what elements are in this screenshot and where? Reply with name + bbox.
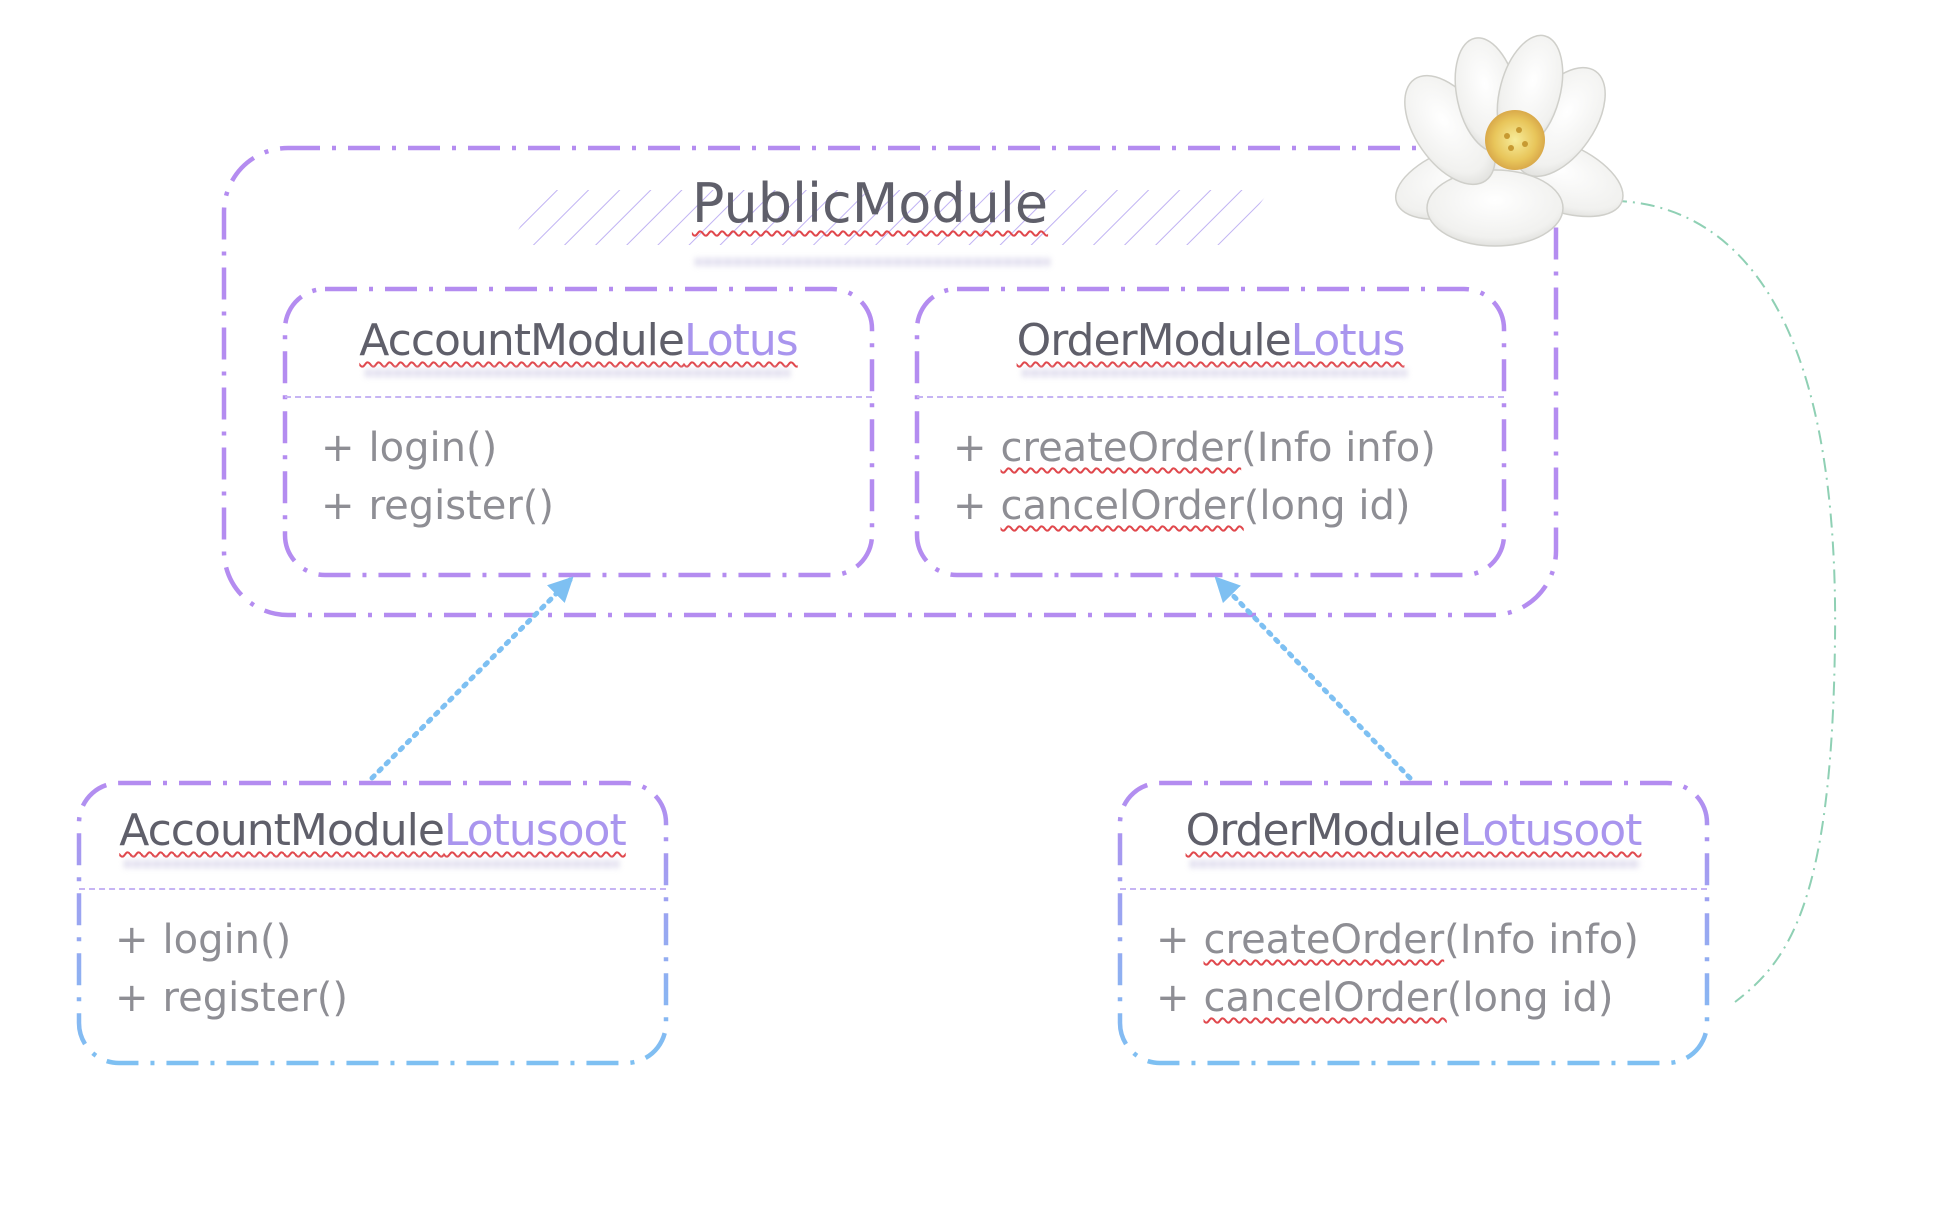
method-list: + createOrder(Info info) + cancelOrder(lon… <box>1156 911 1639 1027</box>
method-name: register() <box>162 975 348 1021</box>
public-module-title: PublicModule <box>600 172 1140 235</box>
visibility-marker: + <box>1156 975 1190 1021</box>
class-title: OrderModuleLotusoot <box>1120 805 1707 856</box>
visibility-marker: + <box>115 917 149 963</box>
class-suffix: Lotus <box>683 315 799 366</box>
class-title-shadow <box>1022 369 1407 377</box>
method-item: + createOrder(Info info) <box>953 419 1436 477</box>
class-name: OrderModule <box>1185 805 1461 856</box>
class-divider <box>79 888 666 890</box>
method-params: (long id) <box>1243 483 1411 529</box>
method-list: + login() + register() <box>321 419 554 535</box>
class-title: OrderModuleLotus <box>917 315 1504 366</box>
connector-curve <box>1584 199 1837 1003</box>
method-item: + createOrder(Info info) <box>1156 911 1639 969</box>
class-name: AccountModule <box>119 805 445 856</box>
account-lotus-border <box>282 286 875 578</box>
visibility-marker: + <box>321 425 355 471</box>
public-module-title-shadow <box>695 258 1050 266</box>
method-item: + cancelOrder(long id) <box>953 477 1436 535</box>
lotus-flower-icon <box>1394 34 1624 247</box>
method-item: + cancelOrder(long id) <box>1156 969 1639 1027</box>
method-item: + login() <box>115 911 348 969</box>
class-divider <box>285 396 872 398</box>
class-box-account-lotusoot: AccountModuleLotusoot + login() + register… <box>79 783 666 1063</box>
account-lotusoot-border <box>76 780 669 1066</box>
method-list: + login() + register() <box>115 911 348 1027</box>
arrow-account-lotusoot-to-lotus <box>369 576 574 781</box>
class-name: OrderModule <box>1016 315 1292 366</box>
class-title-shadow <box>124 860 619 868</box>
order-lotus-border <box>914 286 1507 578</box>
visibility-marker: + <box>115 975 149 1021</box>
public-module-title-hatch <box>510 190 1270 245</box>
class-box-order-lotusoot: OrderModuleLotusoot + createOrder(Info in… <box>1120 783 1707 1063</box>
class-suffix: Lotus <box>1290 315 1406 366</box>
method-name: login() <box>162 917 292 963</box>
visibility-marker: + <box>321 483 355 529</box>
method-params: (Info info) <box>1444 917 1639 963</box>
method-name: login() <box>368 425 498 471</box>
class-title: AccountModuleLotus <box>285 315 872 366</box>
method-name: createOrder <box>1203 917 1445 963</box>
method-list: + createOrder(Info info) + cancelOrder(lon… <box>953 419 1436 535</box>
public-module-title-text: PublicModule <box>691 172 1049 235</box>
order-lotusoot-border <box>1117 780 1710 1066</box>
class-title-shadow <box>1190 860 1640 868</box>
public-module-border <box>221 145 1559 618</box>
class-title: AccountModuleLotusoot <box>79 805 666 856</box>
class-divider <box>917 396 1504 398</box>
visibility-marker: + <box>953 425 987 471</box>
visibility-marker: + <box>1156 917 1190 963</box>
method-name: createOrder <box>1000 425 1242 471</box>
class-box-order-lotus: OrderModuleLotus + createOrder(Info info)… <box>917 289 1504 575</box>
class-suffix: Lotusoot <box>1459 805 1643 856</box>
class-suffix: Lotusoot <box>443 805 627 856</box>
class-box-account-lotus: AccountModuleLotus + login() + register() <box>285 289 872 575</box>
method-item: + register() <box>321 477 554 535</box>
class-divider <box>1120 888 1707 890</box>
method-name: register() <box>368 483 554 529</box>
method-params: (Info info) <box>1241 425 1436 471</box>
class-name: AccountModule <box>359 315 685 366</box>
method-item: + register() <box>115 969 348 1027</box>
method-name: cancelOrder <box>1000 483 1244 529</box>
method-name: cancelOrder <box>1203 975 1447 1021</box>
method-params: (long id) <box>1446 975 1614 1021</box>
arrow-order-lotusoot-to-lotus <box>1214 576 1413 781</box>
method-item: + login() <box>321 419 554 477</box>
class-title-shadow <box>365 369 790 377</box>
visibility-marker: + <box>953 483 987 529</box>
